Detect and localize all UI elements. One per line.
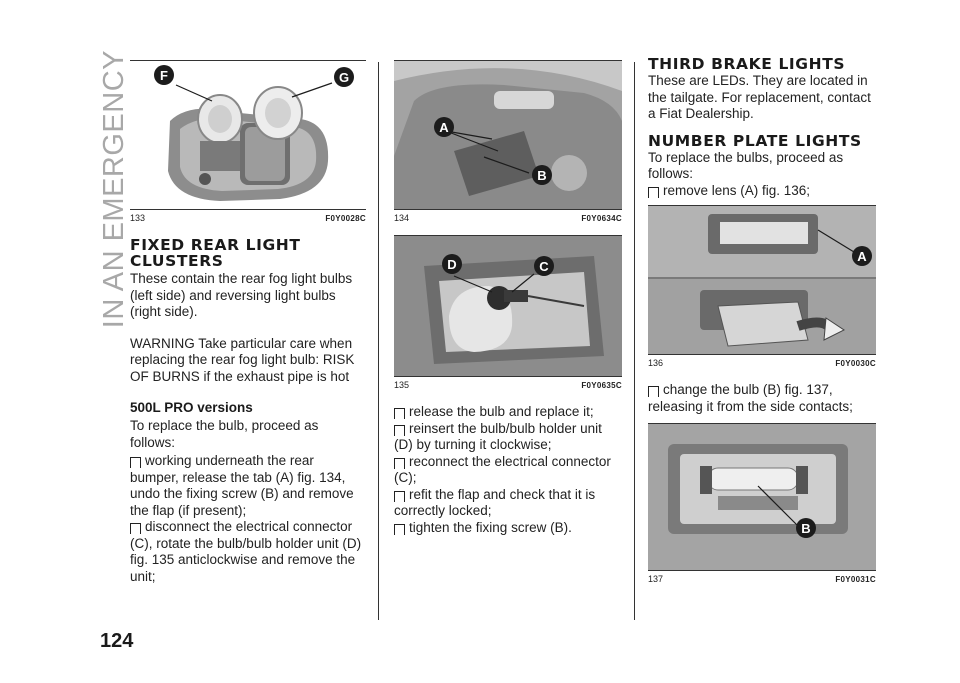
- list-item: reinsert the bulb/bulb holder unit (D) b…: [393, 420, 602, 452]
- bullet-icon: [393, 424, 406, 436]
- callout-f: F: [154, 65, 174, 85]
- figure-code: F0Y0031C: [835, 575, 876, 584]
- figure-number: 134: [394, 213, 410, 223]
- callout-b: B: [532, 165, 552, 185]
- figure-135-caption: 135 F0Y0635C: [394, 380, 622, 390]
- column-3: THIRD BRAKE LIGHTS These are LEDs. They …: [647, 55, 876, 584]
- column-divider: [634, 62, 635, 620]
- bullet-icon: [129, 523, 142, 534]
- section-side-tab: IN AN EMERGENCY: [62, 50, 130, 328]
- intro-paragraph: These contain the rear fog light bulbs (…: [130, 271, 353, 319]
- bullet-icon: [393, 408, 406, 419]
- figure-137-caption: 137 F0Y0031C: [648, 574, 876, 584]
- number-plate-lens-illustration: [648, 206, 876, 354]
- bullet-icon: [393, 490, 406, 502]
- figure-133: F G: [130, 60, 366, 210]
- rear-light-cluster-illustration: [168, 82, 333, 201]
- list-item: tighten the fixing screw (B).: [393, 520, 622, 537]
- figure-136-caption: 136 F0Y0030C: [648, 358, 876, 368]
- figure-code: F0Y0635C: [581, 381, 622, 390]
- heading-third-brake-lights: THIRD BRAKE LIGHTS: [648, 55, 846, 73]
- figure-134-caption: 134 F0Y0634C: [394, 213, 622, 223]
- procedure-list: release the bulb and replace it; reinser…: [393, 404, 622, 537]
- heading-fixed-rear-light-clusters: FIXED REAR LIGHT CLUSTERS: [130, 236, 301, 270]
- list-item: change the bulb (B) fig. 137, releasing …: [647, 382, 853, 414]
- figure-135: D C: [394, 235, 622, 377]
- bulb-holder-illustration: [394, 236, 622, 376]
- heading-number-plate-lights: NUMBER PLATE LIGHTS: [648, 131, 862, 150]
- page-number: 124: [100, 630, 134, 652]
- figure-code: F0Y0030C: [835, 359, 876, 368]
- list-item: reconnect the electrical connector (C);: [393, 453, 611, 485]
- list-item: disconnect the electrical connector (C),…: [129, 519, 362, 584]
- column-2: A B 134 F0Y0634C D C 135 F0Y0635C releas…: [393, 60, 622, 537]
- column-divider: [378, 62, 379, 620]
- number-plate-bulb-illustration: [648, 424, 876, 570]
- figure-number: 137: [648, 574, 664, 584]
- callout-d: D: [442, 254, 462, 274]
- list-item: refit the flap and check that it is corr…: [393, 486, 596, 518]
- figure-133-caption: 133 F0Y0028C: [130, 213, 366, 223]
- section-title: IN AN EMERGENCY: [98, 50, 130, 329]
- bullet-icon: [647, 186, 660, 198]
- figure-136: A: [648, 205, 876, 355]
- number-plate-lights-text: To replace the bulbs, proceed as follows…: [648, 149, 844, 182]
- bullet-icon: [393, 457, 406, 469]
- bullet-icon: [393, 523, 406, 535]
- callout-g: G: [334, 67, 354, 87]
- callout-c: C: [534, 256, 554, 276]
- bullet-icon: [129, 457, 142, 468]
- bullet-icon: [647, 386, 660, 397]
- figure-code: F0Y0634C: [581, 214, 622, 223]
- list-item: release the bulb and replace it;: [393, 404, 622, 421]
- warning-paragraph: WARNING Take particular care when replac…: [130, 335, 355, 384]
- callout-a: A: [434, 117, 454, 137]
- figure-number: 135: [394, 380, 410, 390]
- figure-number: 136: [648, 358, 664, 368]
- figure-137: B: [648, 423, 876, 571]
- figure-code: F0Y0028C: [325, 214, 366, 223]
- callout-a: A: [852, 246, 872, 266]
- procedure-intro: To replace the bulb, proceed as follows:: [130, 418, 319, 450]
- figure-number: 133: [130, 213, 146, 223]
- list-item: working underneath the rear bumper, rele…: [129, 453, 354, 518]
- column-1: F G 133 F0Y0028C FIXED REAR LIGHT CLUSTE…: [129, 60, 366, 585]
- subheading-500l-pro: 500L PRO versions: [130, 400, 253, 415]
- third-brake-lights-text: These are LEDs. They are located in the …: [648, 73, 871, 121]
- callout-b: B: [796, 518, 816, 538]
- rear-bumper-flap-illustration: [394, 61, 622, 209]
- figure-134: A B: [394, 60, 622, 210]
- list-item: remove lens (A) fig. 136;: [647, 183, 876, 200]
